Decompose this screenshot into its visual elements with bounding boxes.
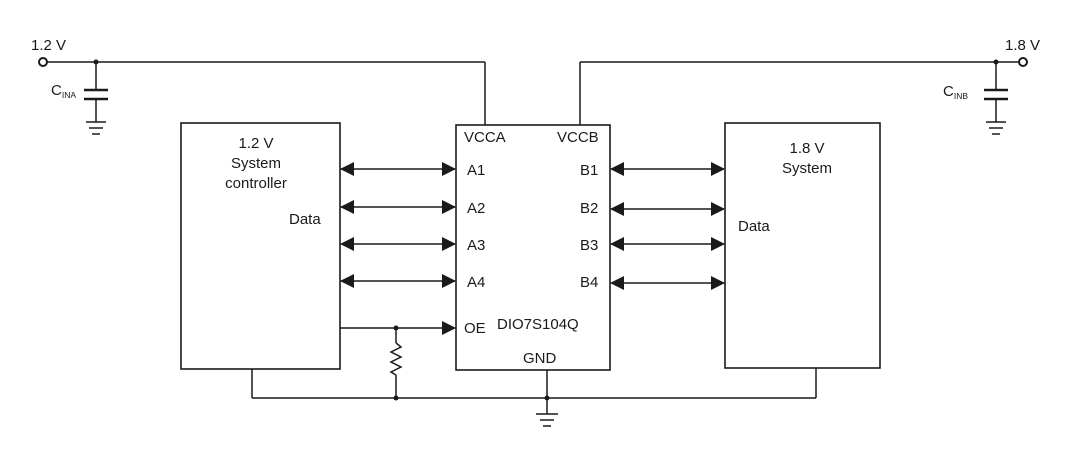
pin-a2: A2 [467, 200, 485, 217]
pin-a1: A1 [467, 162, 485, 179]
pin-a3: A3 [467, 237, 485, 254]
pin-b1: B1 [580, 162, 598, 179]
system-title-1: 1.8 V [789, 140, 824, 157]
supply-terminal-left [38, 57, 48, 67]
supply-rail-left: 1.2 V CINA [31, 37, 486, 135]
data-bus-a [340, 162, 456, 288]
pin-b2: B2 [580, 200, 598, 217]
chip-name: DIO7S104Q [497, 316, 579, 333]
level-shifter-chip: VCCA VCCB A1 A2 A3 A4 B1 B2 B3 B4 OE DIO… [455, 124, 611, 371]
pulldown-resistor [389, 342, 403, 376]
system-data-label: Data [738, 218, 770, 235]
supply-rail-right: 1.8 V CINB [579, 37, 1040, 135]
junction-dot [544, 395, 550, 401]
supply-label-left: 1.2 V [31, 37, 66, 54]
controller-data-label: Data [289, 211, 321, 228]
oe-line [340, 321, 456, 398]
pin-b4: B4 [580, 274, 598, 291]
pin-gnd: GND [523, 350, 557, 367]
controller-title-3: controller [225, 175, 287, 192]
supply-terminal-right [1018, 57, 1028, 67]
system-block: 1.8 V System Data [724, 122, 881, 369]
controller-title-1: 1.2 V [238, 135, 273, 152]
pin-b3: B3 [580, 237, 598, 254]
ground-symbol [536, 413, 558, 427]
controller-title-2: System [231, 155, 281, 172]
pin-vcca: VCCA [464, 129, 506, 146]
capacitor-cina [84, 62, 108, 135]
system-title-2: System [782, 160, 832, 177]
pin-vccb: VCCB [557, 129, 599, 146]
cap-label-right: CINB [943, 83, 968, 101]
ground-bus [251, 368, 817, 427]
supply-label-right: 1.8 V [1005, 37, 1040, 54]
junction-dot [393, 395, 399, 401]
cap-label-left: CINA [51, 82, 76, 100]
data-bus-b [610, 162, 725, 290]
system-controller-block: 1.2 V System controller Data [180, 122, 341, 370]
capacitor-cinb [984, 62, 1008, 135]
pin-a4: A4 [467, 274, 485, 291]
pin-oe: OE [464, 320, 486, 337]
